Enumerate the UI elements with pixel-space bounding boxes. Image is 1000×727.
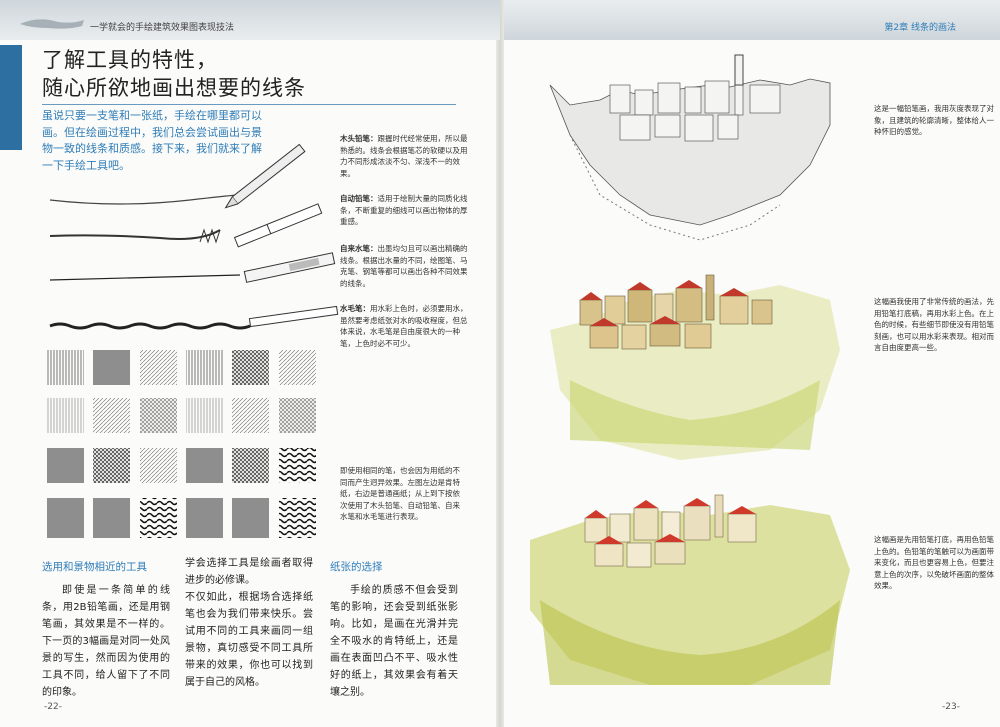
caption-watercolor: 这幅画我使用了非常传统的画法，先用铅笔打底稿，再用水彩上色。在上色的时候，有些细…	[874, 297, 994, 352]
tool-desc: 跟握时代经常使用，所以最熟悉的。线条会根据笔芯的软硬以及用力不同形成浓淡不匀、深…	[340, 134, 468, 178]
chapter-label: 第2章 线条的画法	[884, 20, 956, 33]
header-fish-illustration	[20, 19, 84, 29]
right-header-band: 第2章 线条的画法	[504, 0, 1000, 40]
page-title: 了解工具的特性， 随心所欲地画出想要的线条	[42, 46, 306, 102]
title-rule	[42, 104, 456, 105]
column-3-heading: 纸张的选择	[330, 561, 383, 573]
colored-pencil-sketch-illustration	[530, 494, 850, 685]
title-line-2: 随心所欲地画出想要的线条	[42, 76, 306, 100]
pen-stroke-samples	[49, 143, 339, 330]
tool-name: 水毛笔：	[340, 304, 370, 313]
section-marker-bar	[0, 45, 22, 150]
book-title: 一学就会的手绘建筑效果图表现技法	[90, 23, 235, 33]
tool-desc: 出墨均匀且可以画出精确的线条。根据出水量的不同，绘图笔、马克笔、钢笔等都可以画出…	[340, 244, 468, 288]
watercolor-sketch-illustration	[550, 274, 840, 460]
chapter-number: 第2章	[884, 23, 909, 33]
title-line-1: 了解工具的特性，	[42, 48, 218, 72]
book-gutter	[496, 0, 504, 727]
column-1-heading: 选用和景物相近的工具	[42, 561, 147, 573]
tool-note-wood-pencil: 木头铅笔：跟握时代经常使用，所以最熟悉的。线条会根据笔芯的软硬以及用力不同形成浓…	[340, 133, 468, 179]
chapter-title: 线条的画法	[910, 23, 956, 33]
tool-name: 自动铅笔：	[340, 194, 378, 203]
pencil-sketch-illustration	[549, 54, 831, 241]
column-1-text: 即使是一条简单的线条，用2B铅笔画，还是用钢笔画，其效果是不一样的。下一页的3幅…	[42, 585, 170, 698]
tool-note-water-brush: 水毛笔：用水彩上色时，必须要用水，虽然要考虑纸张对水的吸收程度，但总体来说，水毛…	[340, 303, 468, 349]
tool-note-mechanical-pencil: 自动铅笔：适用于绘制大量的同质化线条，不断重复的细线可以画出物体的厚重感。	[340, 193, 468, 228]
caption-colored-pencil: 这幅画是先用铅笔打底，再用色铅笔上色的。色铅笔的笔触可以为画面带来变化，而且也更…	[874, 535, 994, 590]
grid-caption: 即使用相同的笔，也会因为用纸的不同而产生迥异效果。左图左边是肯特纸，右边是普通画…	[340, 466, 460, 521]
texture-sample-grid	[47, 350, 316, 538]
intro-text: 虽说只要一支笔和一张纸，手绘在哪里都可以画。但在绘画过程中，我们总会尝试画出与景…	[42, 109, 262, 172]
left-header-band: 一学就会的手绘建筑效果图表现技法	[0, 0, 500, 40]
caption-pencil: 这是一幅铅笔画，我用灰度表现了对象，且建筑的轮廓清晰，整体给人一种怀旧的感觉。	[874, 104, 994, 136]
tool-desc: 适用于绘制大量的同质化线条，不断重复的细线可以画出物体的厚重感。	[340, 194, 468, 226]
tool-note-fountain-pen: 自来水笔：出墨均匀且可以画出精确的线条。根据出水量的不同，绘图笔、马克笔、钢笔等…	[340, 243, 468, 289]
page-number-right: -23-	[942, 702, 960, 712]
tool-name: 木头铅笔：	[340, 134, 378, 143]
page-number-left: -22-	[44, 702, 62, 712]
tool-name: 自来水笔：	[340, 244, 378, 253]
tool-desc: 用水彩上色时，必须要用水，虽然要考虑纸张对水的吸收程度，但总体来说，水毛笔是自由…	[340, 304, 468, 348]
column-2-text: 学会选择工具是绘画者取得进步的必修课。 不仅如此，根据场合选择纸笔也会为我们带来…	[185, 558, 313, 688]
column-3-text: 手绘的质感不但会受到笔的影响，还会受到纸张影响。比如，是画在光滑并完全不吸水的肯…	[330, 585, 458, 698]
